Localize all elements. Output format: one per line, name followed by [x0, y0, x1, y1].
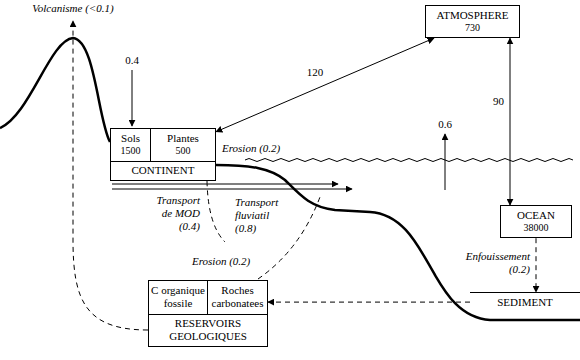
reservoir-name: OCEAN	[503, 209, 569, 222]
reservoir-name: RESERVOIRS GEOLOGIQUES	[151, 317, 265, 343]
stock-cell: C organique fossile	[149, 281, 208, 315]
flux-arrow	[268, 302, 470, 303]
reservoir-box: CONTINENTSols1500Plantes500	[110, 128, 216, 181]
transport-arrow	[112, 189, 352, 190]
reservoir-name: C organique fossile	[151, 284, 205, 310]
reservoir-name: CONTINENT	[113, 164, 213, 177]
reservoir-box: ATMOSPHERE730	[425, 5, 520, 38]
outgassing-arrow	[445, 134, 446, 190]
reservoir-caption: CONTINENT	[111, 162, 215, 179]
erosion-flux	[207, 181, 225, 242]
flux-label: Transport de MOD (0.4)	[148, 194, 200, 234]
reservoir-name: Roches carbonatees	[210, 284, 265, 310]
flux-label: 0.6	[433, 118, 457, 131]
flux-arrow	[536, 238, 537, 292]
transport-arrow	[112, 184, 338, 185]
sea-surface	[245, 159, 573, 162]
reservoir-caption: RESERVOIRS GEOLOGIQUES	[149, 315, 267, 345]
reservoir-name: ATMOSPHERE	[428, 9, 517, 22]
flux-label: 0.4	[120, 54, 144, 67]
input-arrow	[132, 70, 133, 126]
reservoir-box: OCEAN38000	[500, 205, 572, 238]
stock-value: 38000	[503, 222, 569, 234]
flux-arrow	[510, 38, 511, 205]
flux-value: 90	[478, 95, 504, 108]
flux-label: Transport fluviatil (0.8)	[235, 196, 287, 236]
ground-profile	[216, 165, 580, 320]
volcano-outline	[0, 38, 110, 142]
reservoir-name: SEDIMENT	[472, 296, 578, 309]
flux-label: Erosion (0.2)	[192, 255, 262, 268]
stock-value: 730	[428, 22, 517, 34]
reservoir-name: Plantes	[153, 132, 213, 145]
flux-value: 120	[295, 66, 335, 79]
flux-arrow	[216, 38, 434, 132]
flux-label: Volcanisme (<0.1)	[18, 2, 128, 15]
sediment-layer: SEDIMENT	[470, 292, 580, 312]
stock-cell: Roches carbonatees	[208, 281, 267, 315]
reservoir-name: Sols	[113, 132, 148, 145]
flux-label: Erosion (0.2)	[222, 142, 292, 155]
stock-value: 1500	[113, 145, 148, 157]
stock-value: 500	[153, 145, 213, 157]
stock-cell: Sols1500	[111, 129, 151, 162]
stock-cell: Plantes500	[151, 129, 215, 162]
flux-value: Enfouissement (0.2)	[450, 250, 530, 276]
reservoir-box: RESERVOIRS GEOLOGIQUES C organique fossil…	[148, 280, 268, 347]
